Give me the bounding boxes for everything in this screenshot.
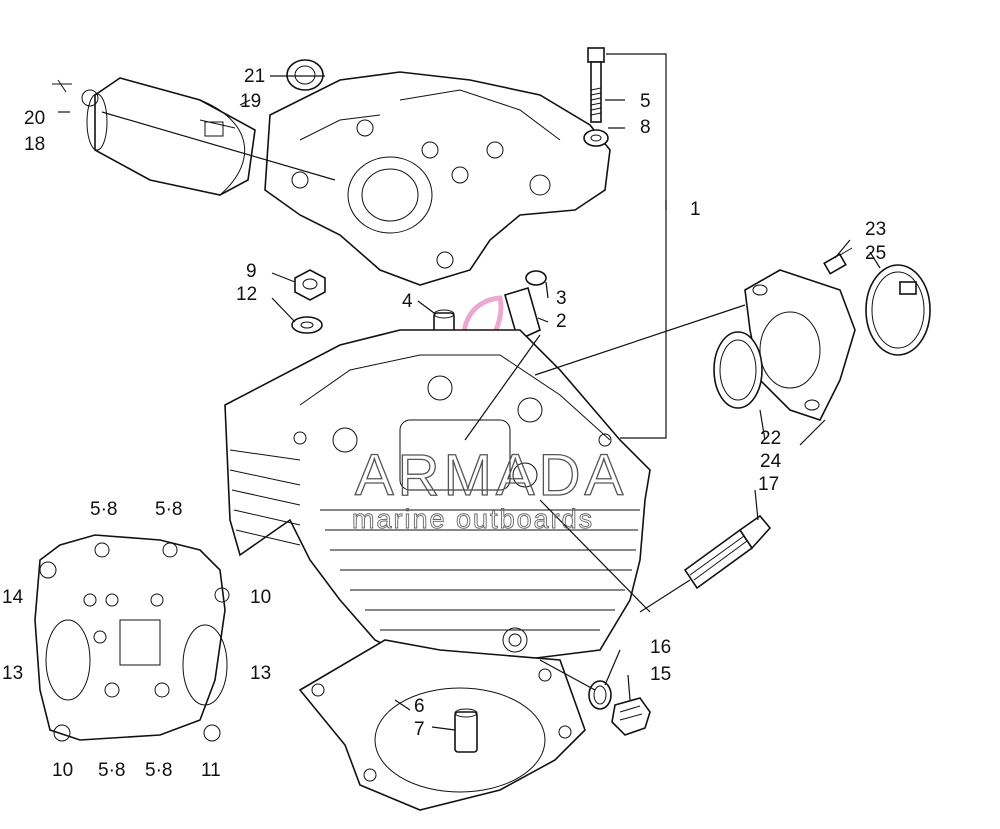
drain-plug-part xyxy=(611,697,651,736)
part-labels: 1 2 3 4 5 6 7 8 9 10 10 11 12 13 13 14 1… xyxy=(2,66,886,781)
label-part-20: 20 xyxy=(24,108,45,129)
label-part-8: 8 xyxy=(640,117,651,138)
label-part-12: 12 xyxy=(236,284,257,305)
label-part-23: 23 xyxy=(865,219,886,240)
label-part-19: 19 xyxy=(240,91,261,112)
head-cover-part xyxy=(264,71,611,286)
label-part-11: 11 xyxy=(201,760,221,781)
plug-part xyxy=(286,59,324,91)
label-part-5-8-top-right: 5·8 xyxy=(155,499,182,520)
filter-canister-part xyxy=(52,77,256,196)
spark-plug-part xyxy=(683,514,772,590)
head-gasket-part xyxy=(298,639,586,811)
screw-part xyxy=(823,247,853,275)
intake-flange-part xyxy=(713,269,856,421)
label-part-25: 25 xyxy=(865,243,886,264)
nut-part xyxy=(291,269,326,334)
label-part-16: 16 xyxy=(650,637,671,658)
label-part-14: 14 xyxy=(2,587,24,608)
label-part-15: 15 xyxy=(650,664,671,685)
label-part-10-bottom: 10 xyxy=(52,760,73,781)
inset-gasket-view xyxy=(34,534,230,742)
label-part-24: 24 xyxy=(760,451,782,472)
valve-guide-part xyxy=(504,270,547,342)
watermark-tagline: marine outboards xyxy=(352,504,594,534)
watermark-brand: ARMADA xyxy=(355,443,627,508)
label-part-13-left: 13 xyxy=(2,663,23,684)
label-part-5: 5 xyxy=(640,91,651,112)
label-part-17: 17 xyxy=(758,474,779,495)
label-part-1: 1 xyxy=(690,199,701,220)
label-part-2: 2 xyxy=(556,311,567,332)
label-part-22: 22 xyxy=(760,428,781,449)
bolt-part xyxy=(583,47,609,147)
label-part-5-8-bottom-right: 5·8 xyxy=(145,760,172,781)
label-part-18: 18 xyxy=(24,134,45,155)
label-part-13-right: 13 xyxy=(250,663,271,684)
label-part-4: 4 xyxy=(402,291,413,312)
label-part-5-8-bottom-left: 5·8 xyxy=(98,760,125,781)
label-part-6: 6 xyxy=(414,696,425,717)
label-part-21: 21 xyxy=(244,66,265,87)
label-part-5-8-top-left: 5·8 xyxy=(90,499,117,520)
label-part-7: 7 xyxy=(414,719,425,740)
label-part-9: 9 xyxy=(246,261,257,282)
leader-lines xyxy=(58,53,881,731)
o-ring-part xyxy=(588,680,612,710)
label-part-3: 3 xyxy=(556,288,567,309)
hose-clamp-part xyxy=(865,264,931,356)
label-part-10-right: 10 xyxy=(250,587,271,608)
